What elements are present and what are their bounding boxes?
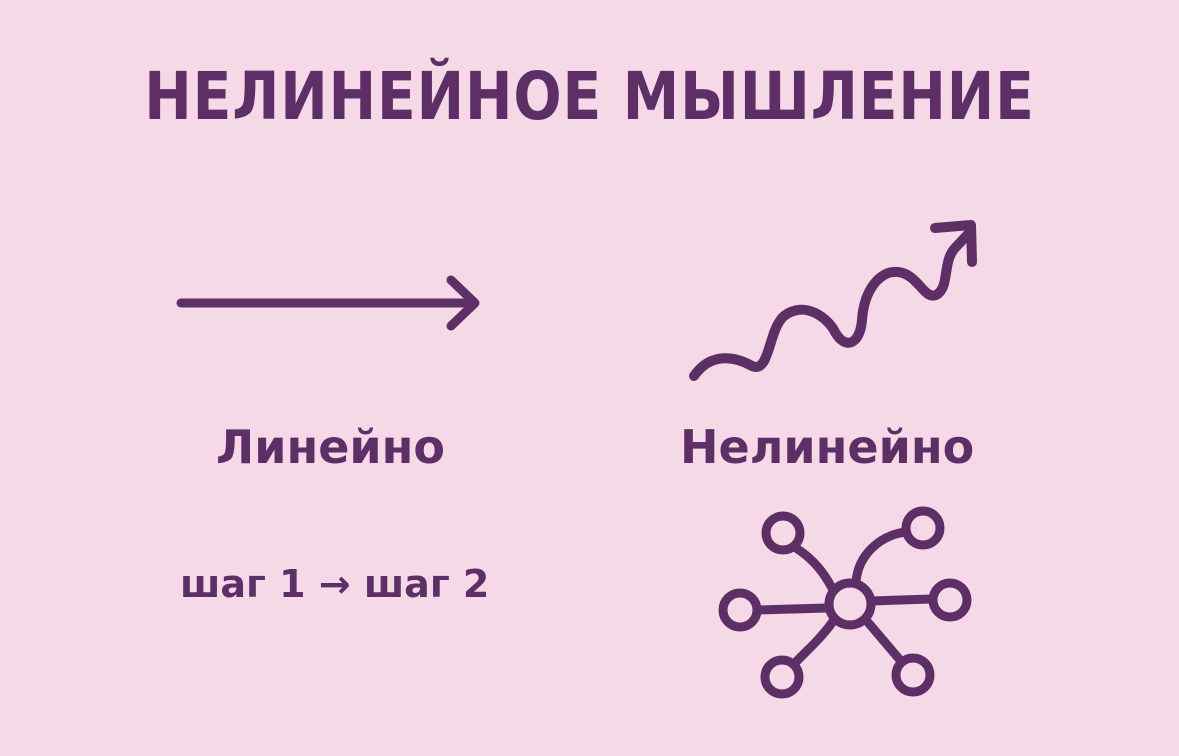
nonlinear-label: Нелинейно bbox=[680, 420, 975, 474]
straight-arrow-icon bbox=[176, 275, 480, 331]
page-title: НЕЛИНЕЙНОЕ МЫШЛЕНИЕ bbox=[144, 58, 1035, 135]
wavy-arrow-icon bbox=[689, 220, 977, 381]
linear-label: Линейно bbox=[216, 420, 446, 474]
network-icon bbox=[718, 506, 972, 699]
steps-text: шаг 1 → шаг 2 bbox=[180, 562, 490, 606]
